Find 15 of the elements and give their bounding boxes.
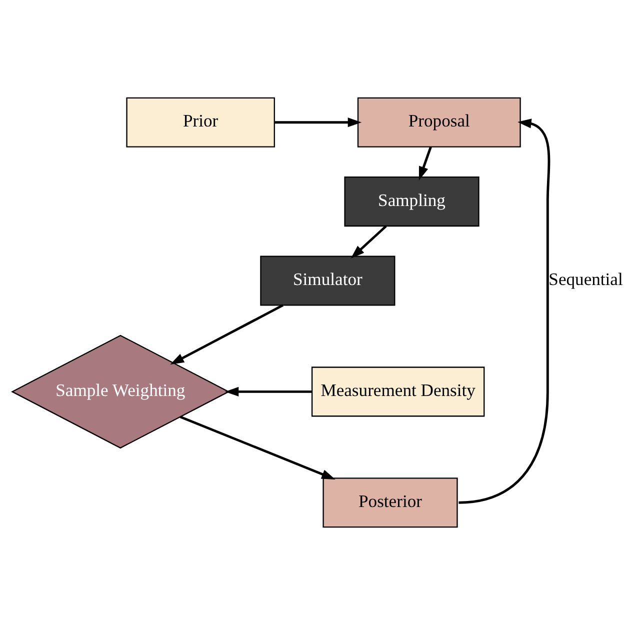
node-box: Prior [126,97,275,148]
node-diamond: Sample Weighting [11,334,230,449]
node-box: Sampling [344,176,480,227]
arrow [180,416,336,480]
arrow [170,304,284,365]
node-box: Posterior [322,478,458,528]
arrow [350,225,387,259]
arrow [274,118,362,128]
node-box: Simulator [260,256,396,306]
node-box: Measurement Density [311,366,485,417]
arrow [458,118,550,504]
node-box: Proposal [357,97,521,148]
edge-label: Sequential [548,269,623,290]
arrow [418,146,432,180]
arrow [224,386,312,396]
